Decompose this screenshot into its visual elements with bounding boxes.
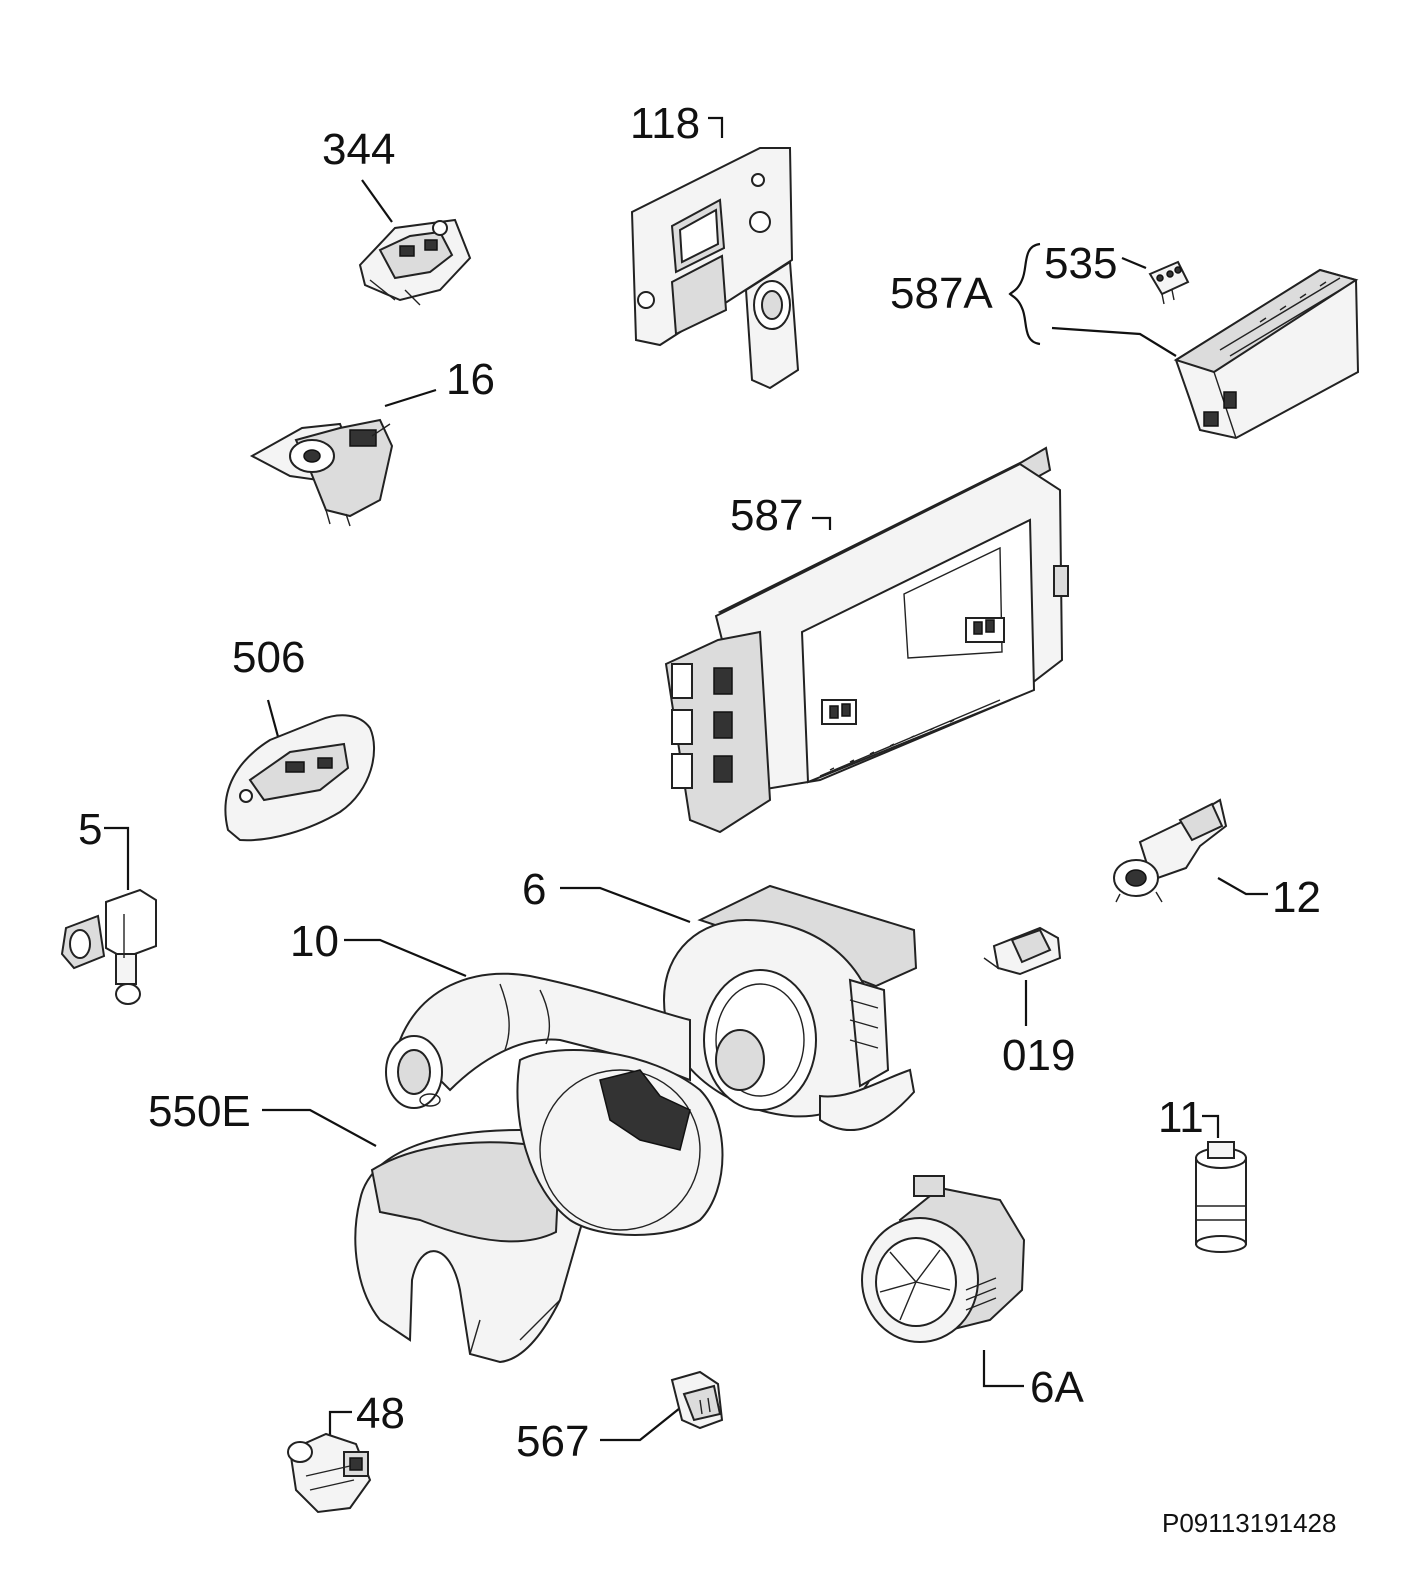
label-118: 118 [630,99,701,148]
part-5-drawing [60,826,157,1005]
label-5: 5 [78,805,103,854]
label-506: 506 [232,633,306,682]
label-535: 535 [1044,239,1118,288]
part-118-drawing [630,116,800,390]
drawing-code: P09113191428 [1162,1508,1337,1538]
label-344: 344 [322,125,396,174]
part-6a-drawing [861,1175,1026,1388]
label-16: 16 [446,355,495,404]
part-48-drawing [287,1410,372,1514]
part-11-drawing [1195,1114,1247,1253]
label-6: 6 [522,865,547,914]
part-344-drawing [358,179,472,306]
part-12-drawing [1113,798,1268,903]
label-11: 11 [1158,1093,1204,1142]
part-567-drawing [600,1370,724,1442]
part-587a-drawing [1008,242,1360,440]
label-019: 019 [1002,1031,1076,1080]
label-12: 12 [1272,873,1321,922]
label-587a: 587A [890,269,993,318]
label-48: 48 [356,1389,405,1438]
label-567: 567 [516,1417,590,1466]
part-10-drawing [344,938,691,1109]
part-550e-drawing [262,1049,724,1364]
part-506-drawing [224,699,376,842]
label-10: 10 [290,917,339,966]
label-6a: 6A [1030,1363,1084,1412]
part-019-drawing [983,926,1062,1026]
label-550e: 550E [148,1087,251,1136]
part-587-drawing [664,446,1069,834]
part-16-drawing [249,388,437,527]
label-587: 587 [730,491,804,540]
part-6-drawing [560,884,918,1132]
